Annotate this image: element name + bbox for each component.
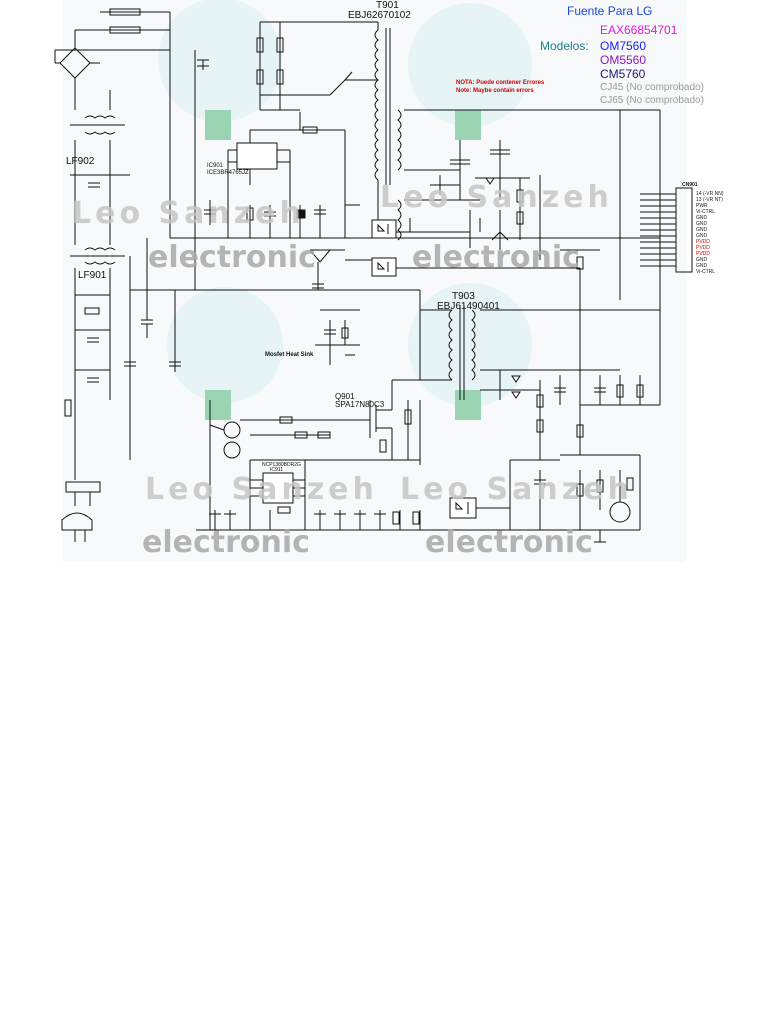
watermark-brand: Leo Sanzeh bbox=[380, 180, 613, 215]
q901-part: SPA17N80C3 bbox=[335, 400, 385, 409]
t901-part: EBJ62670102 bbox=[348, 10, 411, 21]
ic901-part: ICE3BR4765JZ bbox=[207, 170, 249, 176]
cn901-pin: GND bbox=[696, 257, 708, 263]
model-om7560: OM7560 bbox=[600, 39, 647, 53]
cn901-pin: PVDD bbox=[696, 251, 710, 257]
cn901-pin: PVDD bbox=[696, 239, 710, 245]
cn901-pin: Vi-CTRL bbox=[696, 269, 716, 275]
watermark-word: electronic bbox=[148, 240, 316, 275]
watermark-word: electronic bbox=[412, 240, 580, 275]
untested-cj45: CJ45 (No comprobado) bbox=[600, 82, 704, 93]
cn901-pin: GND bbox=[696, 221, 708, 227]
heatsink-note: Mosfet Heat Sink bbox=[265, 352, 314, 358]
cn901-pin-list: 14 (-VR NN) 13 (-VR NT) PWR Vi-CTRL GND … bbox=[696, 191, 724, 275]
watermark-word: electronic bbox=[142, 525, 310, 560]
cn901-pin: GND bbox=[696, 263, 708, 269]
t903-part: EBJ61490401 bbox=[437, 301, 500, 312]
cn901-ref: CN901 bbox=[682, 182, 698, 188]
models-label: Modelos: bbox=[540, 39, 589, 53]
cn901-pin: GND bbox=[696, 233, 708, 239]
lf901-label: LF901 bbox=[78, 270, 107, 281]
ic901-ref: IC901 bbox=[207, 163, 224, 169]
schematic-title: Fuente Para LG bbox=[567, 4, 653, 18]
q901-ref: Q901 bbox=[335, 392, 355, 401]
cn901-pin: 14 (-VR NN) bbox=[696, 191, 724, 197]
watermark-brand: Leo Sanzeh bbox=[145, 472, 378, 507]
cn901-pin: Vi-CTRL bbox=[696, 209, 716, 215]
t903-ref: T903 bbox=[452, 291, 475, 302]
model-cm5760: CM5760 bbox=[600, 67, 646, 81]
cn901-pin: PVDD bbox=[696, 245, 710, 251]
blank-page-area bbox=[0, 562, 768, 1024]
part-number: EAX66854701 bbox=[600, 23, 678, 37]
watermark-brand: Leo Sanzeh bbox=[400, 472, 633, 507]
schematic-diagram bbox=[54, 0, 693, 543]
note-spanish: NOTA: Puede contener Errores bbox=[456, 80, 545, 86]
watermark-word: electronic bbox=[425, 525, 593, 560]
untested-cj65: CJ65 (No comprobado) bbox=[600, 95, 704, 106]
cn901-pin: 13 (-VR NT) bbox=[696, 197, 723, 203]
model-om5560: OM5560 bbox=[600, 53, 647, 67]
watermark-brand: Leo Sanzeh bbox=[72, 196, 305, 231]
cn901-pin: GND bbox=[696, 227, 708, 233]
lf902-label: LF902 bbox=[66, 156, 95, 167]
ic911-part: NCP1380BDR2G bbox=[262, 462, 301, 468]
t901-ref: T901 bbox=[376, 0, 399, 11]
cn901-pin: GND bbox=[696, 215, 708, 221]
note-english: Note: Maybe contain errors bbox=[456, 88, 534, 94]
cn901-pin: PWR bbox=[696, 203, 708, 209]
ic911-ref: IC911 bbox=[270, 467, 283, 473]
watermark-logos bbox=[158, 0, 532, 420]
